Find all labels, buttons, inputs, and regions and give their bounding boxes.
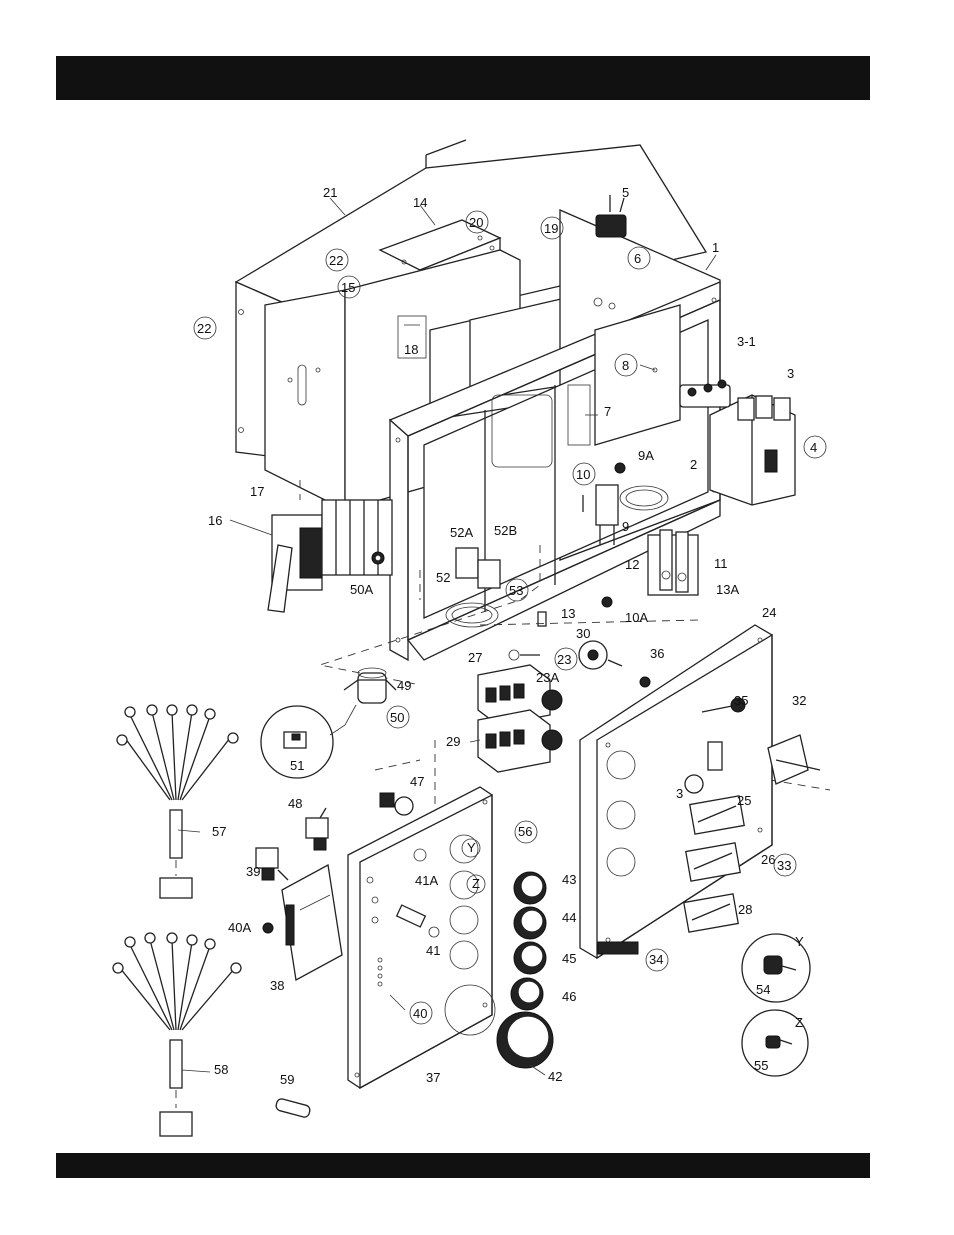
label-59: 59 (280, 1072, 294, 1087)
label-29: 29 (446, 734, 460, 749)
label-22-a: 22 (329, 253, 343, 268)
rocker-switches (684, 796, 744, 932)
label-7: 7 (604, 404, 611, 419)
label-50: 50 (390, 710, 404, 725)
label-9A: 9A (638, 448, 654, 463)
label-46: 46 (562, 989, 576, 1004)
label-56: 56 (518, 824, 532, 839)
label-5: 5 (622, 185, 629, 200)
label-42: 42 (548, 1069, 562, 1084)
label-Y-a: Y (467, 840, 476, 855)
label-19: 19 (544, 221, 558, 236)
label-1: 1 (712, 240, 719, 255)
label-18: 18 (404, 342, 418, 357)
label-21: 21 (323, 185, 337, 200)
label-53: 53 (509, 583, 523, 598)
label-26: 26 (761, 852, 775, 867)
label-8: 8 (622, 358, 629, 373)
lamp-47 (380, 793, 413, 815)
circuit-board-38 (263, 865, 342, 980)
label-23: 23 (557, 652, 571, 667)
label-40: 40 (413, 1006, 427, 1021)
potentiometer-30 (579, 641, 622, 669)
label-4: 4 (810, 440, 817, 455)
side-panel-17 (265, 290, 345, 510)
label-12: 12 (625, 557, 639, 572)
label-28: 28 (738, 902, 752, 917)
label-20: 20 (469, 215, 483, 230)
label-51: 51 (290, 758, 304, 773)
label-17: 17 (250, 484, 264, 499)
toggle-switch-39 (256, 848, 288, 880)
label-34: 34 (649, 952, 663, 967)
label-Z-a: Z (472, 876, 480, 891)
label-39: 39 (246, 864, 260, 879)
fuse-59 (275, 1098, 311, 1118)
label-3-1: 3-1 (737, 334, 756, 349)
gauge-panel-37 (348, 787, 495, 1088)
label-36: 36 (650, 646, 664, 661)
label-57: 57 (212, 824, 226, 839)
bracket-32 (768, 735, 820, 784)
label-13A: 13A (716, 582, 739, 597)
label-3-b: 3 (676, 786, 683, 801)
toggle-switch-48 (306, 808, 328, 850)
label-41: 41 (426, 943, 440, 958)
callout-51 (261, 705, 356, 778)
label-25: 25 (737, 793, 751, 808)
label-11: 11 (714, 556, 728, 571)
label-10A: 10A (625, 610, 648, 625)
label-47: 47 (410, 774, 424, 789)
label-35: 35 (734, 693, 748, 708)
label-Y-b: Y (795, 934, 804, 949)
label-45: 45 (562, 951, 576, 966)
label-58: 58 (214, 1062, 228, 1077)
label-13: 13 (561, 606, 575, 621)
label-40A: 40A (228, 920, 251, 935)
label-27: 27 (468, 650, 482, 665)
gauges (497, 872, 553, 1068)
label-52: 52 (436, 570, 450, 585)
label-10: 10 (576, 467, 590, 482)
terminal-block-11 (648, 530, 698, 595)
label-15: 15 (341, 280, 355, 295)
wire-harness-57 (117, 705, 238, 898)
label-22-b: 22 (197, 321, 211, 336)
label-37: 37 (426, 1070, 440, 1085)
label-43: 43 (562, 872, 576, 887)
label-3: 3 (787, 366, 794, 381)
solenoid-49 (344, 668, 396, 703)
label-41A: 41A (415, 873, 438, 888)
label-48: 48 (288, 796, 302, 811)
label-32: 32 (792, 693, 806, 708)
label-2: 2 (690, 457, 697, 472)
label-33: 33 (777, 858, 791, 873)
label-30: 30 (576, 626, 590, 641)
label-Z-b: Z (795, 1015, 803, 1030)
label-6: 6 (634, 251, 641, 266)
label-24: 24 (762, 605, 776, 620)
label-52B: 52B (494, 523, 517, 538)
label-9: 9 (622, 519, 629, 534)
label-44: 44 (562, 910, 576, 925)
label-50A: 50A (350, 582, 373, 597)
label-49: 49 (397, 678, 411, 693)
label-38: 38 (270, 978, 284, 993)
label-23A: 23A (536, 670, 559, 685)
label-54: 54 (756, 982, 770, 997)
label-55: 55 (754, 1058, 768, 1073)
breaker-3 (710, 395, 795, 505)
label-16: 16 (208, 513, 222, 528)
wire-harness-58 (113, 933, 241, 1136)
label-52A: 52A (450, 525, 473, 540)
label-14: 14 (413, 195, 427, 210)
